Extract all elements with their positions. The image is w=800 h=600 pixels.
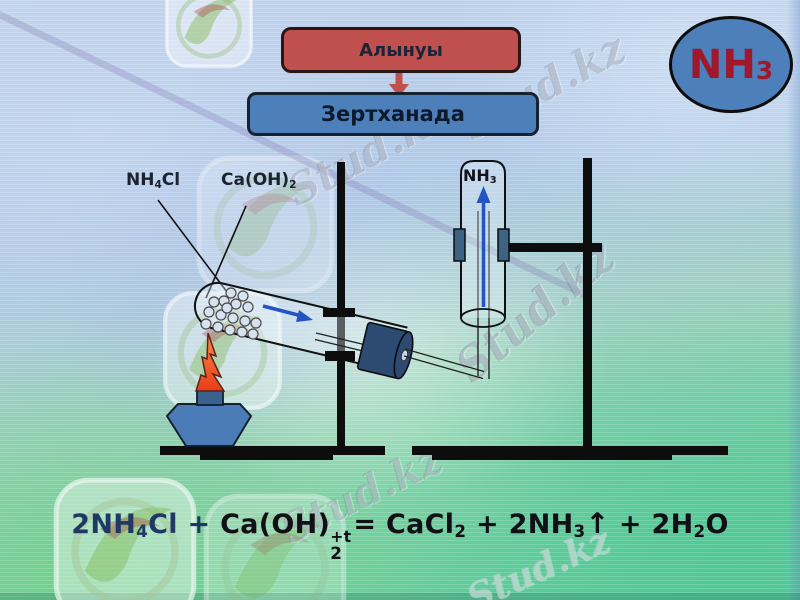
stand-right-base-step xyxy=(432,454,672,460)
stand-clamp-arm xyxy=(505,243,602,252)
collection-tube-mouth xyxy=(460,308,506,328)
leader-line-reagent1 xyxy=(157,199,231,297)
eq-rhs3: + 2H xyxy=(609,509,694,540)
stand-left-base xyxy=(160,446,385,455)
eq-rhs3-sub: 2 xyxy=(693,521,706,542)
bottom-edge-shade xyxy=(0,593,800,600)
eq-condition-sup: +t xyxy=(330,527,352,547)
stand-left-base-step xyxy=(200,454,333,460)
stopper xyxy=(356,321,414,380)
spirit-lamp-body xyxy=(165,403,253,447)
gas-label-base: NH xyxy=(463,166,490,185)
reagent1-tail: Cl xyxy=(161,170,181,190)
title-box-label: Алынуы xyxy=(359,39,443,61)
diagonal-streak xyxy=(0,10,587,299)
right-edge-shade xyxy=(787,0,800,600)
stand-left-rod xyxy=(337,162,345,448)
eq-plus1: + xyxy=(177,509,221,540)
eq-rhs4: O xyxy=(705,509,729,540)
delivery-tube-inner xyxy=(314,332,369,353)
reagent2-label: Ca(OH)2 xyxy=(221,170,297,191)
eq-lhs3-sub: 2 xyxy=(330,543,343,564)
gas-label-sub: 3 xyxy=(489,175,497,187)
test-tube-clamp-upper xyxy=(323,308,355,317)
reagent1-label: NH4Cl xyxy=(126,170,181,191)
stand-right-rod xyxy=(583,158,592,448)
subtitle-box: Зертханада xyxy=(247,92,539,136)
nh3-badge-formula: NH xyxy=(688,41,756,88)
eq-lhs1-sub: 4 xyxy=(136,521,149,542)
eq-lhs2: Cl xyxy=(148,509,178,540)
spirit-lamp-cap xyxy=(196,389,224,406)
eq-rhs1-sub: 2 xyxy=(454,521,467,542)
gas-label: NH3 xyxy=(463,166,497,187)
delivery-tube xyxy=(403,211,490,380)
title-box: Алынуы xyxy=(281,27,521,73)
nh3-badge-subscript: 3 xyxy=(755,55,774,85)
reactant-balls xyxy=(200,287,262,340)
clamp-jaw-left xyxy=(453,228,466,262)
stand-right-base xyxy=(412,446,728,455)
gas-flow-arrow-icon xyxy=(262,304,313,322)
eq-rhs2: + 2NH xyxy=(466,509,574,540)
eq-rhs1: = CaCl xyxy=(353,509,455,540)
gas-rise-arrow-icon xyxy=(476,186,491,307)
clamp-jaw-right xyxy=(497,228,510,262)
eq-lhs3: Ca(OH) xyxy=(220,509,331,540)
subtitle-box-label: Зертханада xyxy=(321,102,465,126)
eq-rhs2-sub: 3 xyxy=(573,521,586,542)
flow-arrow-icon xyxy=(389,72,409,97)
test-tube-clamp-lower xyxy=(325,351,355,361)
eq-up-arrow: ↑ xyxy=(585,507,610,540)
burner-flame-icon xyxy=(194,332,226,392)
reagent2-sub: 2 xyxy=(289,178,297,191)
eq-lhs1: 2NH xyxy=(71,509,137,540)
reagent2-base: Ca(OH) xyxy=(221,170,290,190)
reagent1-base: NH xyxy=(126,170,155,190)
reagent1-sub: 4 xyxy=(154,178,162,191)
